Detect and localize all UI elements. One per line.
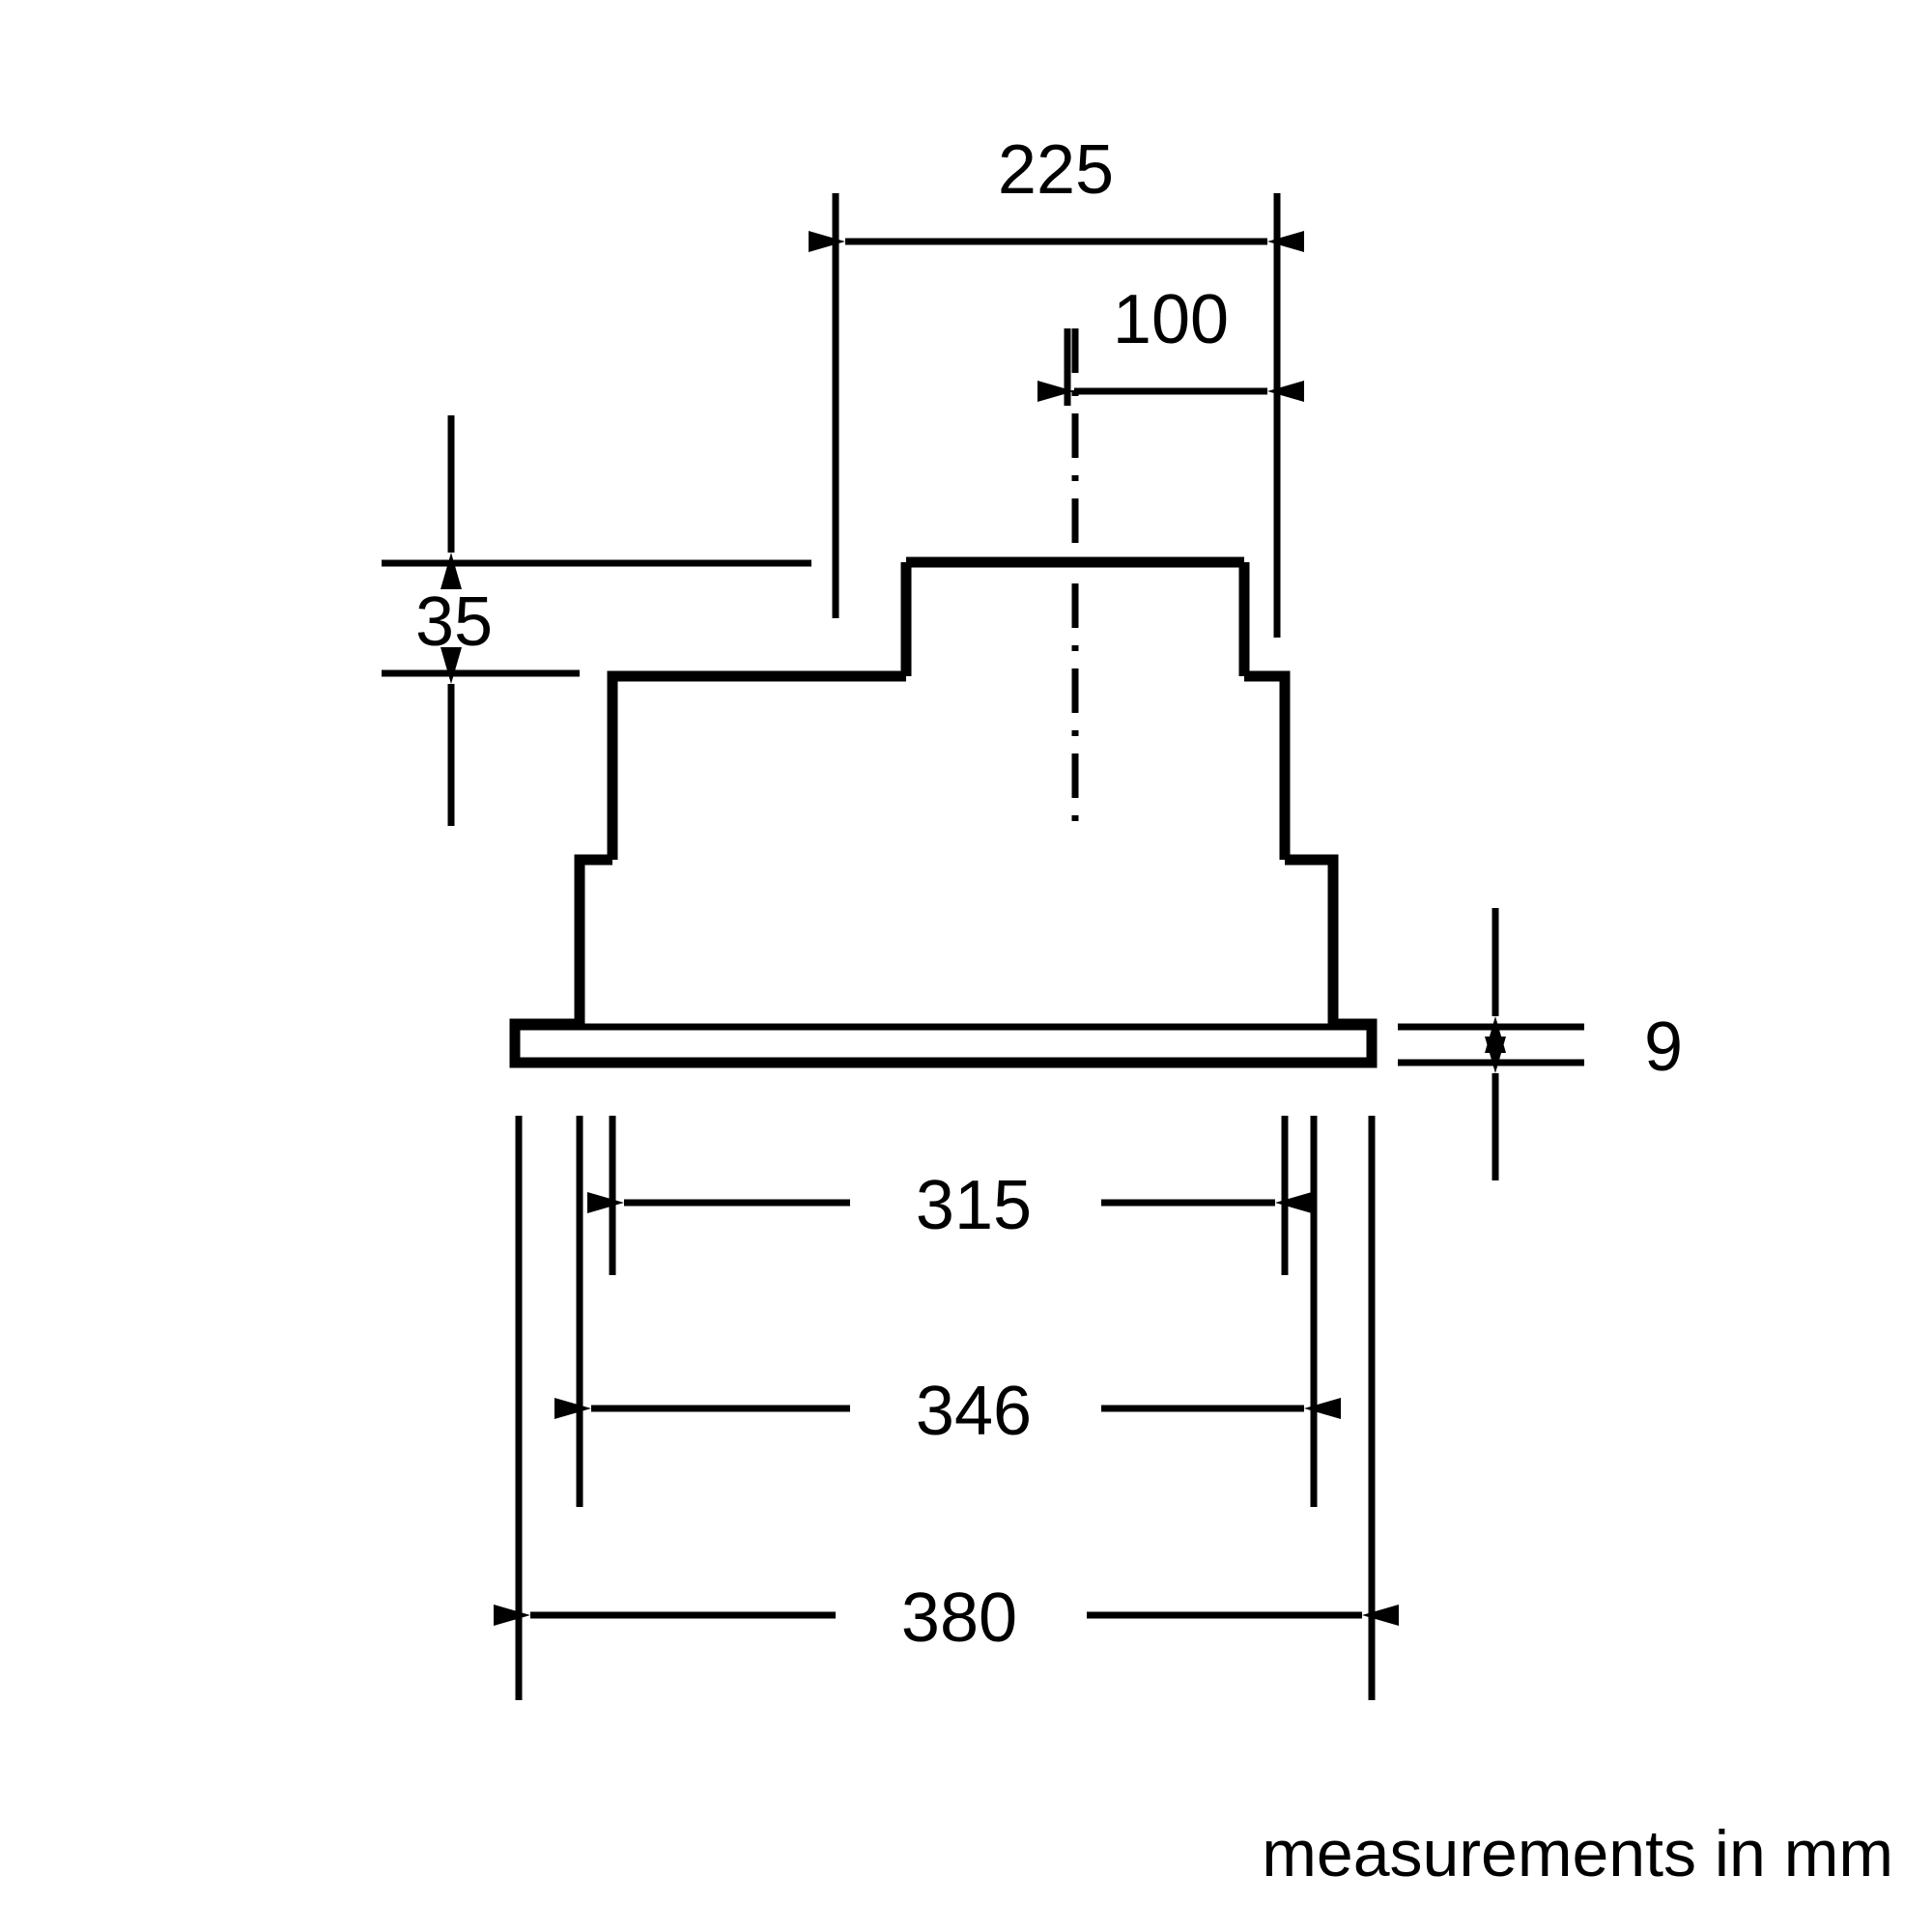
dim-346-label: 346 [916,1373,1032,1450]
upper-body-shape [607,670,1291,860]
dim-225-label: 225 [998,131,1114,209]
dim-35-label: 35 [415,583,493,661]
dimension-346-group: 346 [554,1360,1341,1457]
dimension-9-group: 9 [1398,908,1683,1180]
dim-346-label-backdrop [850,1360,1101,1457]
dim-315-label: 315 [916,1167,1032,1244]
dim-9-label: 9 [1644,1009,1683,1086]
dim-380-label-backdrop [836,1567,1087,1663]
dim-315-label-backdrop [850,1154,1101,1251]
dimension-225-group: 225 [809,131,1304,638]
lower-body-shape [574,854,1339,1024]
dimension-380-group: 380 [494,1567,1399,1663]
units-caption: measurements in mm [1262,1817,1893,1890]
dimension-315-group: 315 [587,1154,1312,1251]
dim-380-label: 380 [901,1579,1017,1657]
dimension-35-group: 35 [382,415,811,826]
dimension-100-group: 100 [1037,281,1304,406]
dim-100-label: 100 [1113,281,1229,358]
hood-body-outline [509,556,1378,1068]
